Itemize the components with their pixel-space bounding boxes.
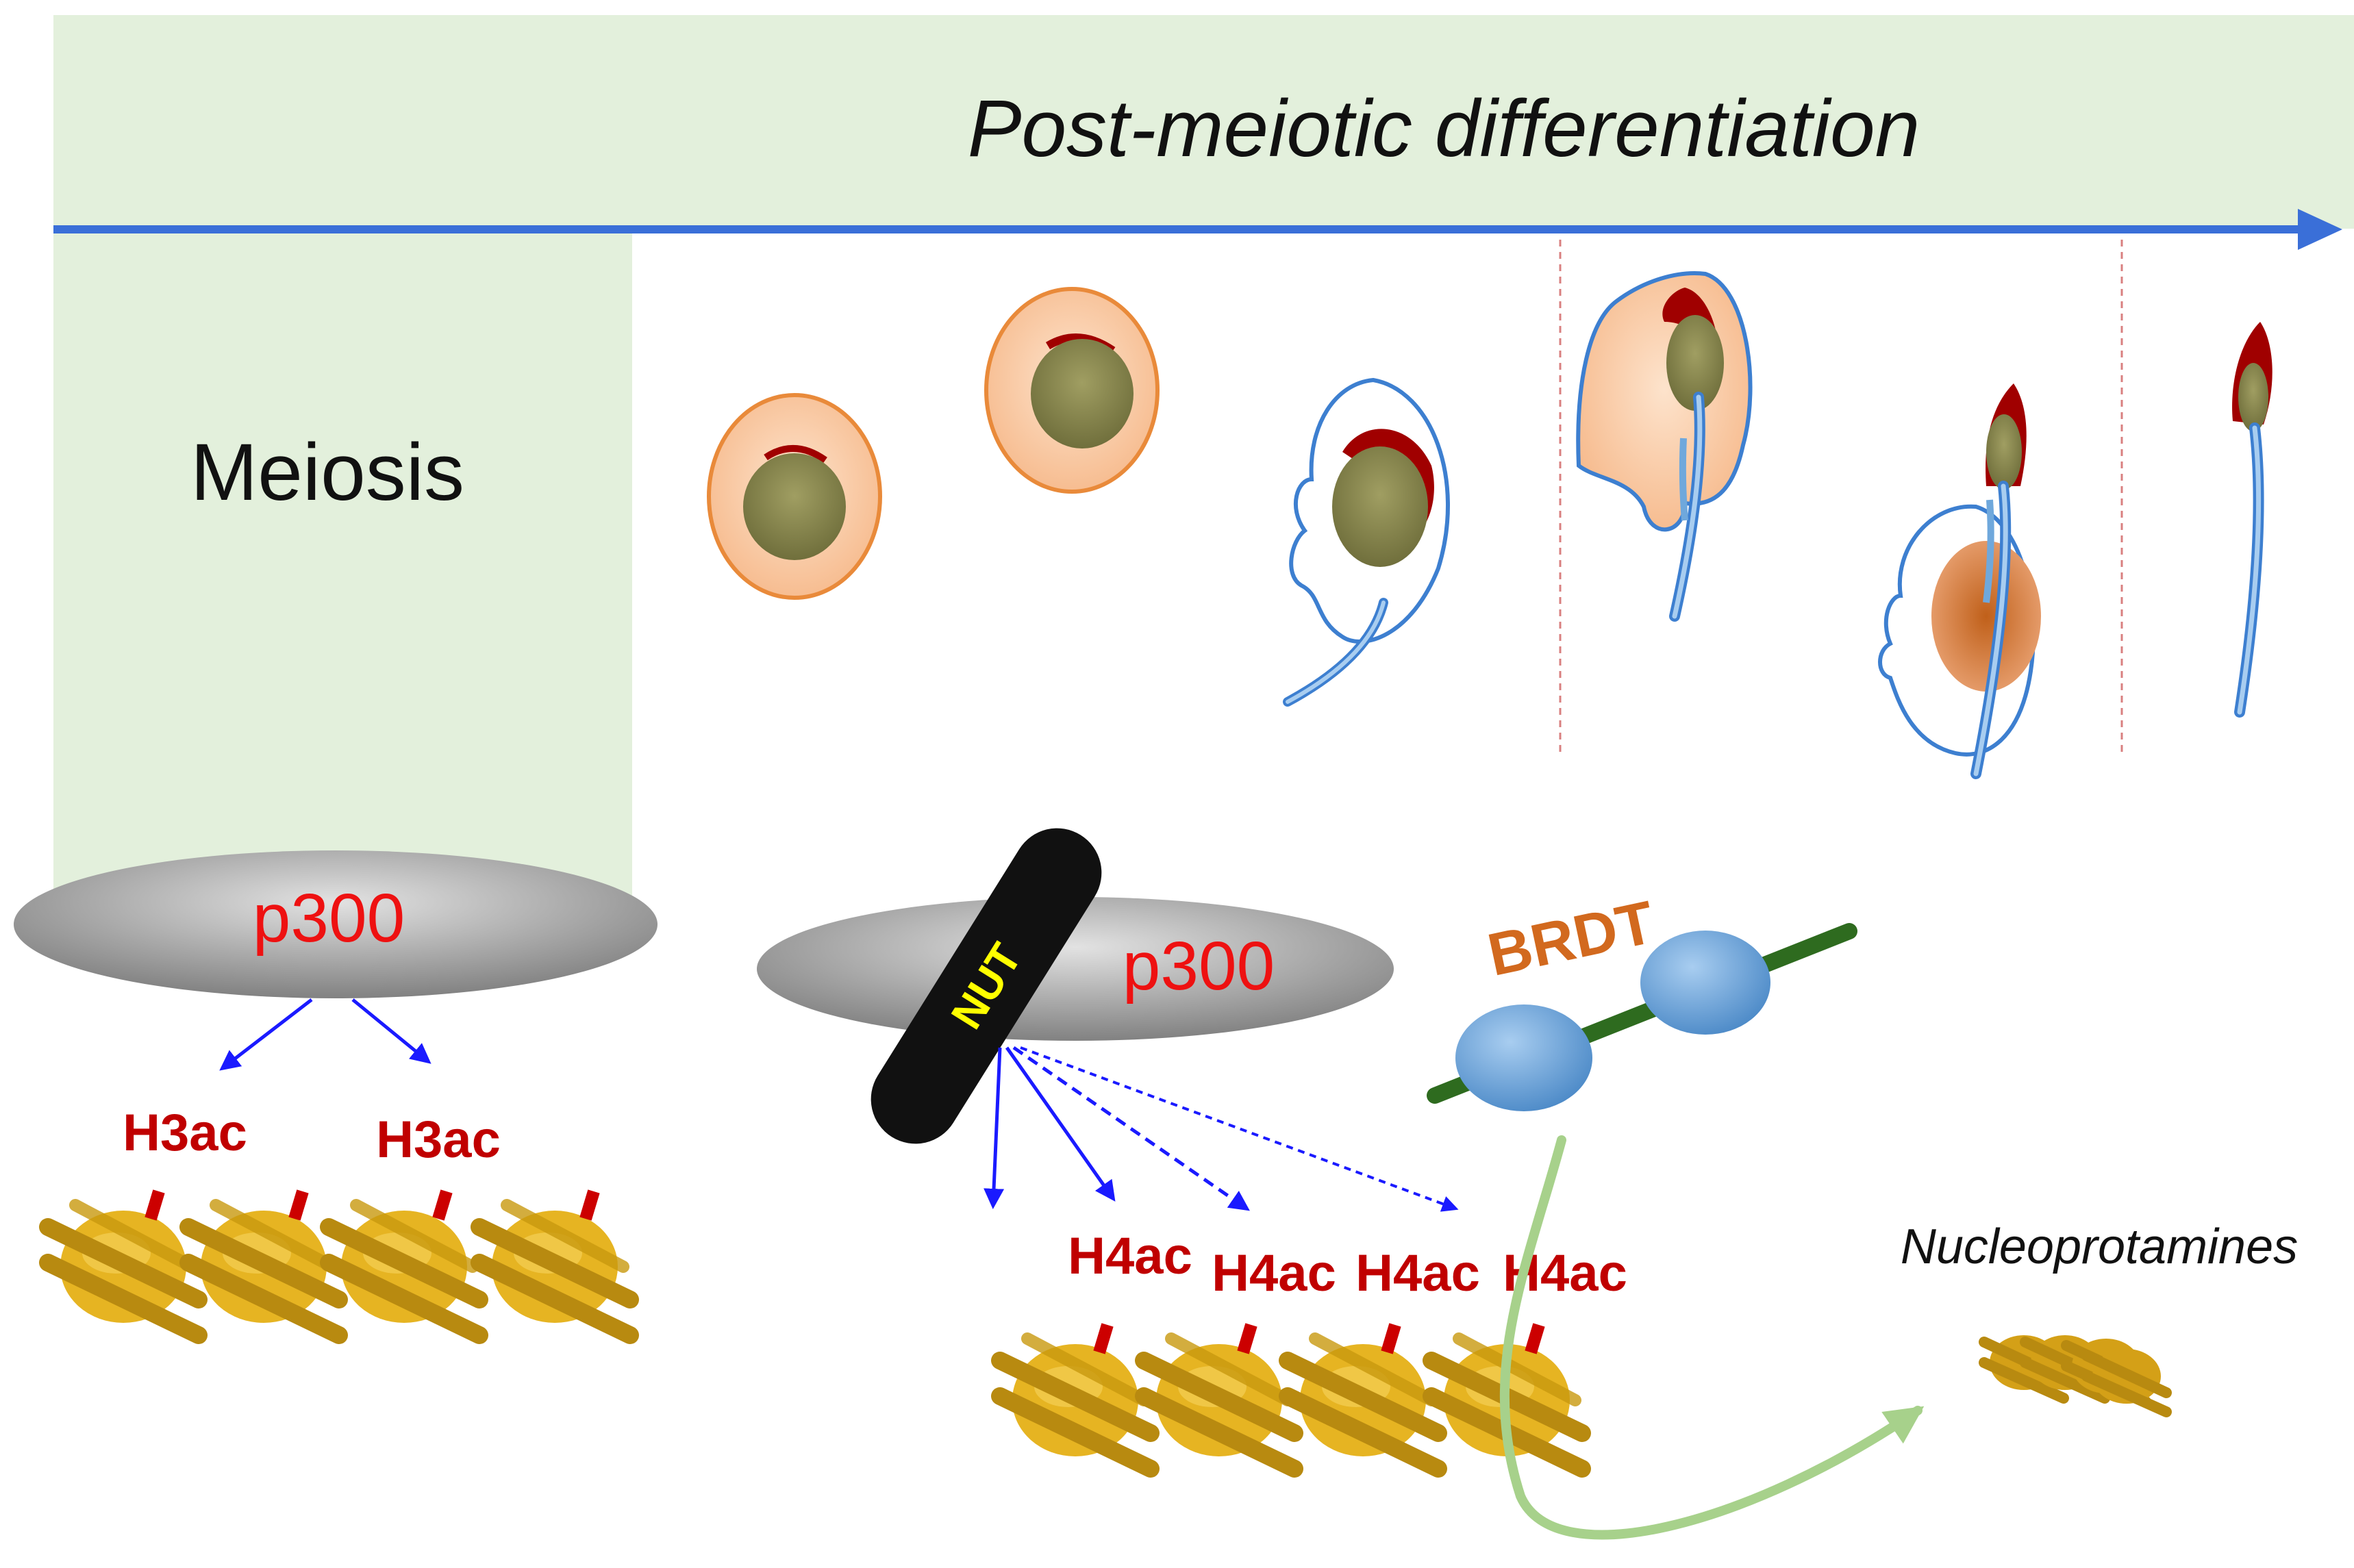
p300-enzyme-meiosis	[14, 850, 658, 998]
acetylation-arrow	[351, 998, 431, 1064]
round-spermatid	[984, 287, 1160, 494]
nucleoprotamines-label: Nucleoprotamines	[1901, 1219, 2298, 1274]
p300-label-postmeiotic: p300	[1123, 928, 1275, 1004]
meiosis-label: Meiosis	[190, 427, 464, 518]
h4ac-mark-label: H4ac	[1212, 1244, 1336, 1302]
brdt-reader	[1427, 923, 1857, 1111]
banner-background	[53, 15, 2354, 229]
brdt-label: BRDT	[1482, 887, 1660, 989]
h3ac-mark-label: H3ac	[376, 1111, 501, 1169]
acetylation-arrows-nut	[984, 1046, 1459, 1212]
nucleoprotamine-cluster	[1984, 1335, 2166, 1412]
p300-label-meiosis: p300	[253, 880, 405, 957]
acetylation-arrow	[219, 998, 313, 1071]
h3ac-mark-label: H3ac	[123, 1104, 247, 1162]
h4ac-mark-label: H4ac	[1068, 1227, 1192, 1285]
p300-enzyme-postmeiotic	[757, 897, 1394, 1041]
banner-title: Post-meiotic differentiation	[968, 84, 1920, 174]
round-spermatid	[707, 393, 882, 600]
h4ac-mark-label: H4ac	[1355, 1244, 1480, 1302]
elongating-spermatid	[1283, 377, 1450, 707]
nut-adaptor: NUT	[871, 828, 1102, 1144]
timeline-arrow	[53, 209, 2342, 250]
elongating-spermatid	[1576, 271, 1753, 622]
elongated-spermatid	[1878, 383, 2041, 779]
chromatin-fiber-postmeiotic	[1000, 1323, 1582, 1469]
transition-arrow	[1499, 1135, 1925, 1540]
meiosis-phase-background	[53, 229, 632, 927]
spermatozoon	[2232, 322, 2272, 718]
chromatin-fiber-meiosis	[48, 1189, 630, 1335]
